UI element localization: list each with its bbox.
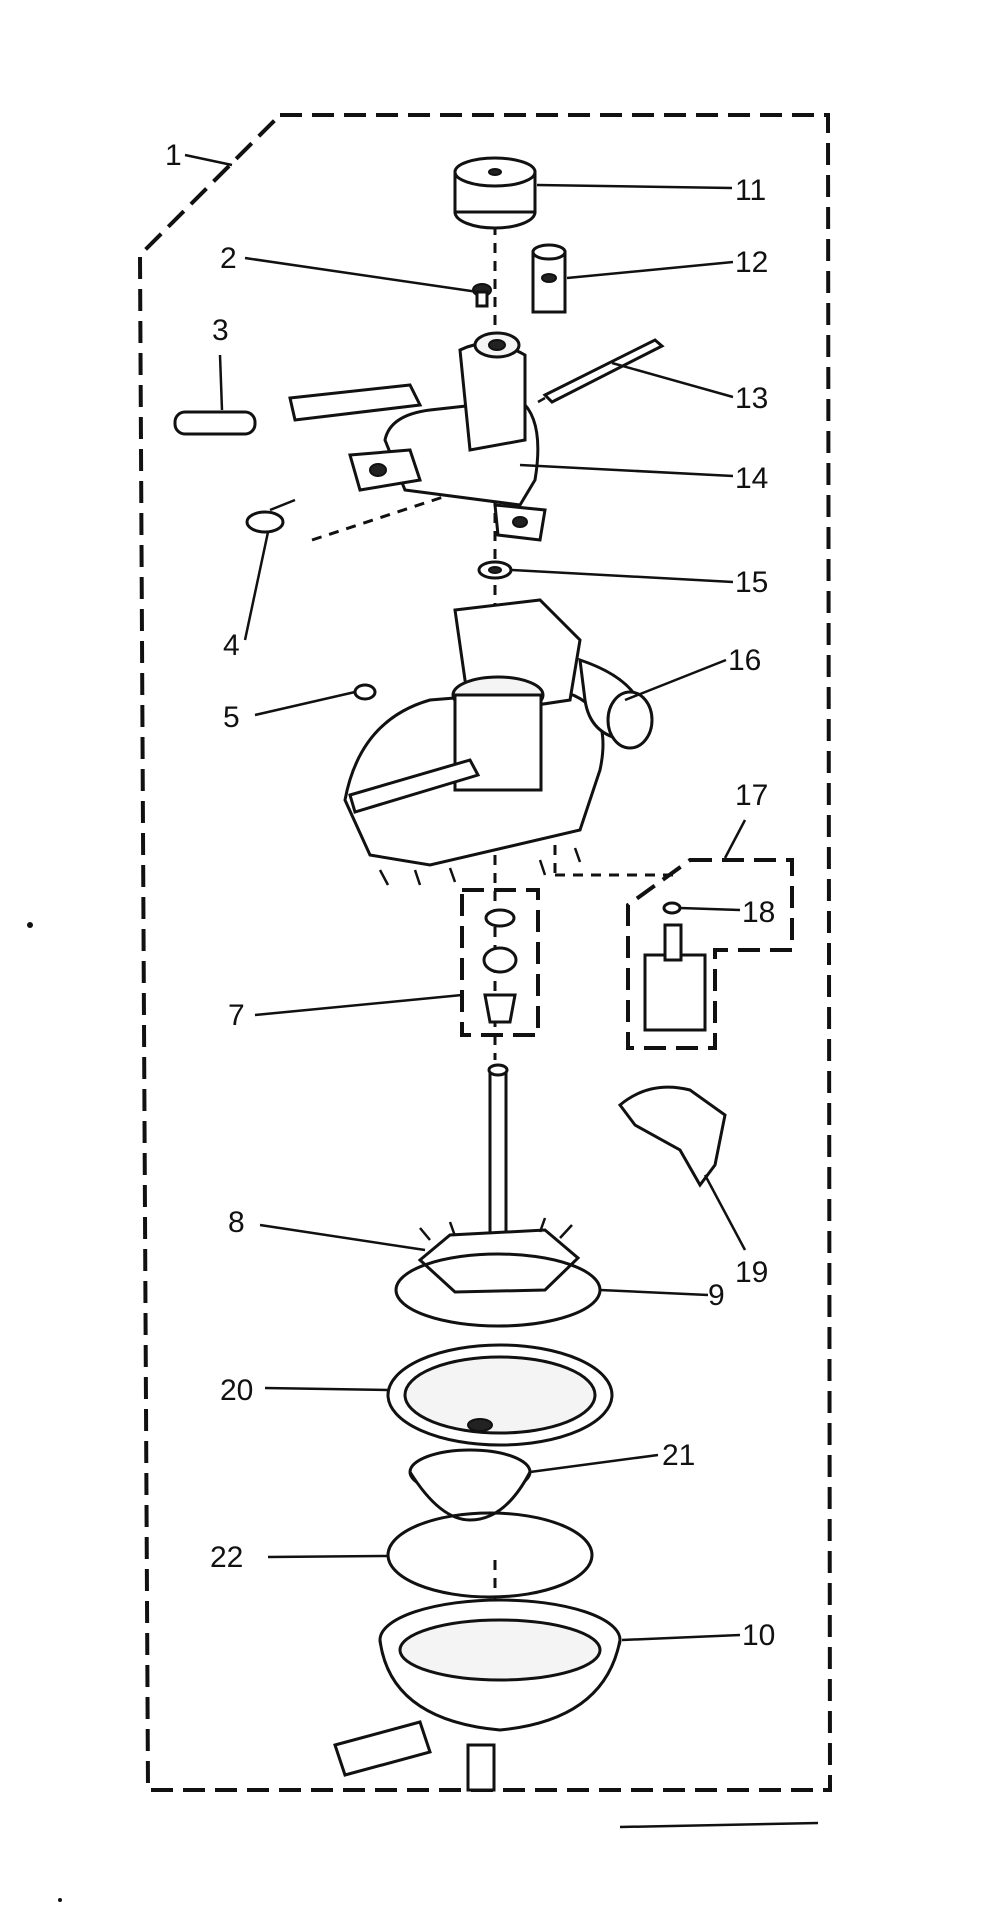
callout-label-7: 7 [228, 999, 245, 1032]
part-17-bracket [643, 923, 707, 1032]
callout-label-11: 11 [735, 174, 766, 207]
group-17-boundary [626, 858, 794, 1050]
part-12-bushing [531, 243, 567, 314]
callout-label-19: 19 [735, 1256, 768, 1289]
callout-label-9: 9 [708, 1279, 725, 1312]
callout-label-16: 16 [728, 644, 761, 677]
link-axis-14-4 [311, 478, 496, 542]
callout-label-12: 12 [735, 246, 768, 279]
part-5-nut [353, 683, 377, 701]
baseline-rule [619, 1821, 819, 1829]
group-7-boundary [460, 888, 540, 1037]
part-14-bracket [348, 331, 547, 542]
part-19-valve [617, 1085, 727, 1188]
part-2-screw [472, 283, 492, 308]
part-4-spring-clip [245, 498, 296, 534]
part-18-pin [662, 901, 682, 915]
part-7-seal-set [482, 908, 518, 1024]
part-22-gasket [386, 1511, 594, 1599]
callout-label-21: 21 [662, 1439, 695, 1472]
callout-label-10: 10 [742, 1619, 775, 1652]
part-20-plate [386, 1343, 614, 1447]
part-11-pulley [453, 156, 537, 230]
callout-label-17: 17 [735, 779, 768, 812]
callout-label-5: 5 [223, 701, 240, 734]
part-15-washer [477, 560, 513, 580]
callout-label-14: 14 [735, 462, 768, 495]
part-13-link-rod [537, 338, 665, 404]
part-3-lever [173, 383, 423, 436]
callout-label-2: 2 [220, 242, 237, 275]
part-16-pump-housing [343, 598, 654, 886]
callout-label-22: 22 [210, 1541, 243, 1574]
callout-label-20: 20 [220, 1374, 253, 1407]
callout-label-3: 3 [212, 314, 229, 347]
callout-label-13: 13 [735, 382, 768, 415]
leader-lines [184, 153, 747, 1642]
speck [58, 1898, 62, 1902]
speck [27, 922, 33, 928]
part-10-pump-base [333, 1598, 622, 1792]
callout-label-8: 8 [228, 1206, 245, 1239]
callout-label-15: 15 [735, 566, 768, 599]
part-21-filter-cup [408, 1448, 532, 1522]
callout-label-1: 1 [165, 139, 182, 172]
callout-label-4: 4 [223, 629, 240, 662]
part-8-impeller [417, 1063, 581, 1294]
callout-label-18: 18 [742, 896, 775, 929]
